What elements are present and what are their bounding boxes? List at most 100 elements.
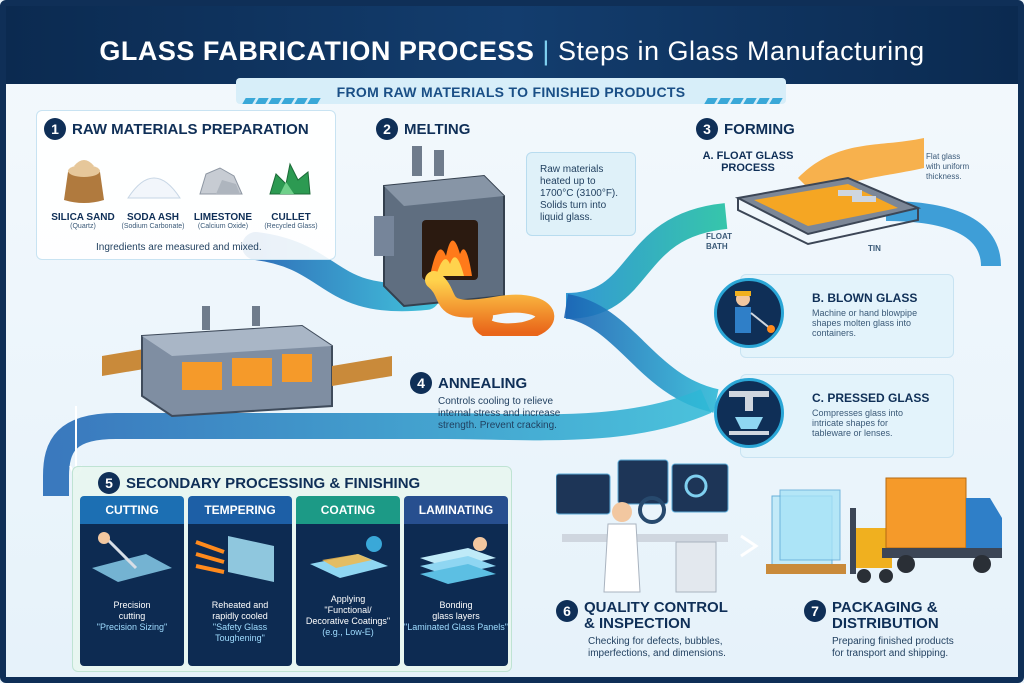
float-note-line: Flat glass — [926, 152, 961, 161]
card-line: Decorative Coatings" — [305, 616, 391, 626]
step6-number: 6 — [556, 600, 578, 622]
step7-title-text: PACKAGING & DISTRIBUTION — [832, 600, 939, 632]
step6-title-line: QUALITY CONTROL — [584, 599, 728, 616]
step6-note-line: Checking for defects, bubbles, — [588, 636, 723, 647]
step4-note: Controls cooling to relieve internal str… — [438, 396, 560, 432]
step1-title: 1 RAW MATERIALS PREPARATION — [44, 118, 309, 140]
title-main: GLASS FABRICATION PROCESS — [99, 36, 535, 66]
subtitle-band — [236, 78, 786, 104]
packaging-illustration — [766, 477, 1002, 583]
tempering-icon — [195, 536, 274, 582]
step6-title-line: & INSPECTION — [584, 615, 691, 632]
float-glass-note: Flat glass with uniform thickness. — [926, 152, 969, 182]
raw-item-soda-ash: SODA ASH (Sodium Carbonate) — [120, 212, 186, 230]
step7-title-line: DISTRIBUTION — [832, 615, 939, 632]
step4-note-line: strength. Prevent cracking. — [438, 420, 557, 431]
subtitle: FROM RAW MATERIALS TO FINISHED PRODUCTS — [336, 84, 686, 100]
float-glass-title-line: PROCESS — [721, 162, 775, 174]
blown-note-line: shapes molten glass into — [812, 318, 912, 328]
step6-title-text: QUALITY CONTROL & INSPECTION — [584, 600, 728, 632]
step1-note: Ingredients are measured and mixed. — [96, 242, 262, 253]
glassblower-icon — [714, 278, 784, 348]
pressed-glass-title: C. PRESSED GLASS — [812, 391, 930, 405]
card-line: Bonding — [439, 600, 473, 610]
raw-item-limestone: LIMESTONE (Calcium Oxide) — [190, 212, 256, 230]
step6-title: 6 QUALITY CONTROL & INSPECTION — [556, 600, 728, 632]
blown-note-line: Machine or hand blowpipe — [812, 308, 918, 318]
float-bath-line: FLOAT — [706, 232, 733, 241]
card-quote: "Precision Sizing" — [96, 622, 168, 632]
title-subtitle: Steps in Glass Manufacturing — [557, 36, 925, 66]
float-bath-line: BATH — [706, 242, 728, 251]
step7-note-line: Preparing finished products — [832, 636, 954, 647]
step1-number: 1 — [44, 118, 66, 140]
raw-item-silica-sand: SILICA SAND (Quartz) — [50, 212, 116, 230]
raw-item-sub: (Recycled Glass) — [264, 223, 318, 230]
soda-ash-icon — [127, 177, 181, 199]
step7-number: 7 — [804, 600, 826, 622]
raw-item-sub: (Sodium Carbonate) — [121, 223, 185, 230]
raw-item-name: CULLET — [271, 212, 311, 223]
step2-note-line: heated up to — [540, 176, 596, 187]
float-note-line: thickness. — [926, 172, 962, 181]
cullet-icon — [269, 162, 311, 195]
card-quote: "Safety Glass Toughening" — [212, 622, 268, 643]
card-laminating-header: LAMINATING — [404, 496, 508, 524]
quality-control-illustration — [556, 459, 729, 593]
raw-item-name: SILICA SAND — [51, 212, 115, 223]
card-laminating-body: Bonding glass layers "Laminated Glass Pa… — [404, 524, 508, 666]
float-note-line: with uniform — [926, 162, 970, 171]
step7-note: Preparing finished products for transpor… — [832, 636, 954, 660]
page-title: GLASS FABRICATION PROCESS|Steps in Glass… — [6, 36, 1018, 67]
card-quote: "Laminated Glass Panels" — [404, 622, 508, 632]
step6-note: Checking for defects, bubbles, imperfect… — [588, 636, 726, 660]
step4-note-line: Controls cooling to relieve — [438, 396, 554, 407]
annealing-lehr-illustration — [102, 306, 392, 418]
card-line: glass layers — [432, 611, 480, 621]
raw-item-sub: (Quartz) — [70, 223, 96, 230]
press-figure-icon — [729, 391, 769, 435]
furnace-illustration — [374, 146, 555, 336]
step3-title-text: FORMING — [724, 121, 795, 138]
step4-number: 4 — [410, 372, 432, 394]
step4-title: 4 ANNEALING — [410, 372, 527, 394]
card-cutting: CUTTING Precision cutting "Precision Siz… — [80, 496, 184, 666]
blown-note-line: containers. — [812, 328, 857, 338]
step4-title-text: ANNEALING — [438, 375, 528, 392]
blown-glass-title: B. BLOWN GLASS — [812, 291, 918, 305]
card-tempering-header: TEMPERING — [188, 496, 292, 524]
step7-title: 7 PACKAGING & DISTRIBUTION — [804, 600, 939, 632]
raw-item-name: LIMESTONE — [193, 212, 253, 223]
card-coating-body: Applying "Functional/ Decorative Coating… — [296, 524, 400, 666]
step4-note-line: internal stress and increase — [438, 408, 561, 419]
step7-note-line: for transport and shipping. — [832, 648, 949, 659]
step3-number: 3 — [696, 118, 718, 140]
card-line: "Functional/ — [324, 605, 372, 615]
card-coating-header: COATING — [296, 496, 400, 524]
step2-note-line: Solids turn into — [540, 200, 607, 211]
header-banner — [6, 6, 1018, 84]
float-bath-label: FLOAT BATH — [706, 232, 732, 252]
laminating-icon — [420, 537, 496, 584]
card-line: rapidly cooled — [212, 611, 268, 621]
pressed-note-line: Compresses glass into — [812, 408, 904, 418]
card-coating: COATING Applying "Functional/ Decorative… — [296, 496, 400, 666]
press-machine-icon — [714, 378, 784, 448]
step2-note-line: Raw materials — [540, 164, 604, 175]
step2-number: 2 — [376, 118, 398, 140]
coating-icon — [310, 536, 388, 578]
silica-sand-icon — [64, 160, 104, 203]
step2-note: Raw materials heated up to 1700°C (3100°… — [540, 164, 618, 224]
pressed-glass-note: Compresses glass into intricate shapes f… — [812, 408, 903, 438]
step1-title-text: RAW MATERIALS PREPARATION — [72, 121, 309, 138]
step2-note-line: liquid glass. — [540, 212, 593, 223]
limestone-icon — [199, 167, 243, 195]
float-bath-illustration — [734, 138, 924, 246]
title-separator: | — [542, 36, 550, 66]
raw-item-cullet: CULLET (Recycled Glass) — [258, 212, 324, 230]
card-cutting-body: Precision cutting "Precision Sizing" — [80, 524, 184, 666]
card-line: Precision — [113, 600, 151, 610]
step2-title-text: MELTING — [404, 121, 471, 138]
card-line: Applying — [330, 594, 366, 604]
float-glass-title-line: A. FLOAT GLASS — [702, 150, 794, 162]
